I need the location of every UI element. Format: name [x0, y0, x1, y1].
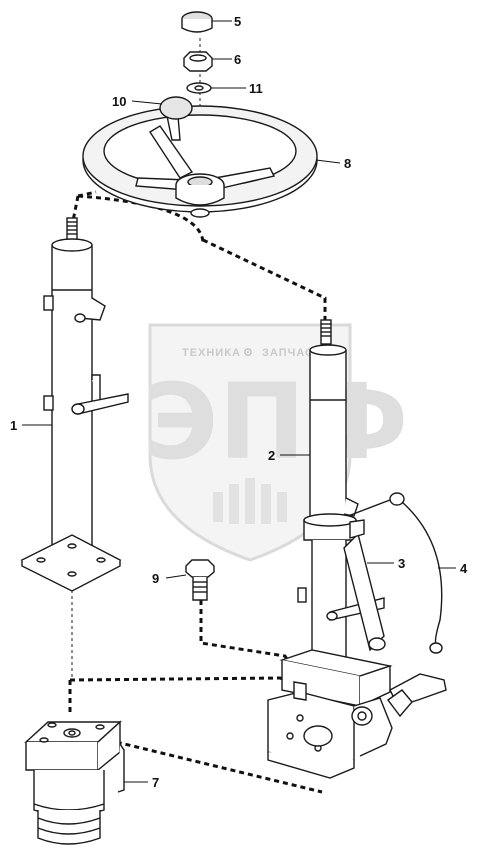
leader-lines [22, 20, 456, 783]
gas-strut [343, 519, 386, 652]
tilt-cable [347, 492, 443, 654]
callout-1: 1 [10, 418, 17, 433]
watermark-gear-icon: ⚙ [243, 347, 254, 359]
callout-7: 7 [152, 775, 159, 790]
hex-nut [183, 51, 213, 72]
assembly-line-bolt [199, 600, 297, 673]
callout-4: 4 [460, 561, 468, 576]
assembly-line-to-column2 [202, 238, 327, 320]
watermark-big-letters: ЭПФ [142, 361, 409, 483]
flange-bolt [185, 559, 215, 601]
callout-2: 2 [268, 448, 275, 463]
watermark-grain-icon [213, 478, 287, 524]
callout-8: 8 [344, 156, 351, 171]
hub-cap [181, 11, 213, 33]
callout-11: 11 [249, 81, 263, 96]
assembly-line-wheel-right [77, 194, 205, 243]
washer [186, 82, 212, 94]
hydraulic-steering-unit [24, 720, 125, 845]
callout-9: 9 [152, 571, 159, 586]
assembly-line-bottom-right [107, 738, 323, 794]
steering-column-2 [297, 319, 385, 671]
callout-3: 3 [398, 556, 405, 571]
steering-wheel [82, 105, 318, 218]
steering-column-1 [20, 217, 129, 592]
column-bracket-base [267, 649, 447, 779]
watermark-text-left: ТЕХНИКА [182, 347, 241, 359]
callout-5: 5 [234, 14, 241, 29]
callout-6: 6 [234, 52, 241, 67]
callout-10: 10 [112, 94, 126, 109]
assembly-line-bottom [69, 676, 311, 692]
watermark: ТЕХНИКА ⚙ ЗАПЧАСТИ ЭПФ [142, 323, 409, 562]
spinner-knob [159, 96, 193, 141]
